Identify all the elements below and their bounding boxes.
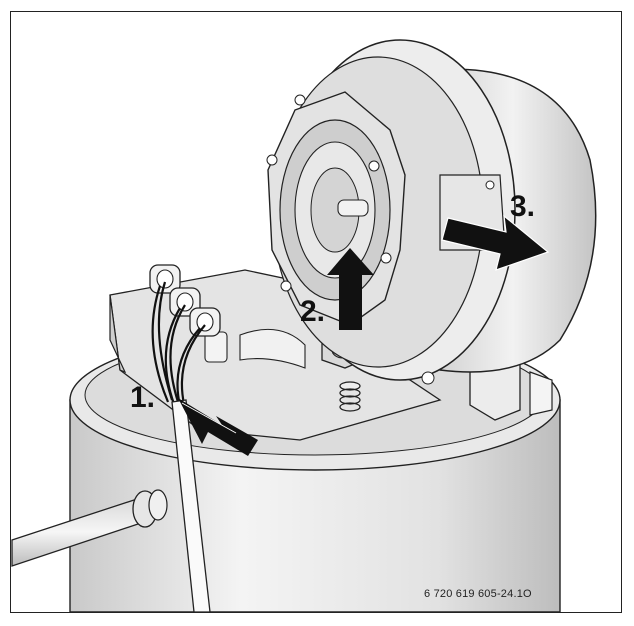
arrow-step-2 [327,248,374,330]
figure-reference-number: 6 720 619 605-24.1O [424,588,532,600]
wire-bundle [151,281,206,407]
step-2-label: 2. [300,295,326,328]
step-1-label: 1. [130,381,156,414]
step-3-label: 3. [510,190,536,223]
ignition-electrodes [149,264,221,337]
fan-flange [266,91,406,326]
arrow-step-1 [178,398,258,456]
gas-pipe [11,489,168,567]
arrow-step-3 [441,214,550,271]
spring [339,381,361,412]
